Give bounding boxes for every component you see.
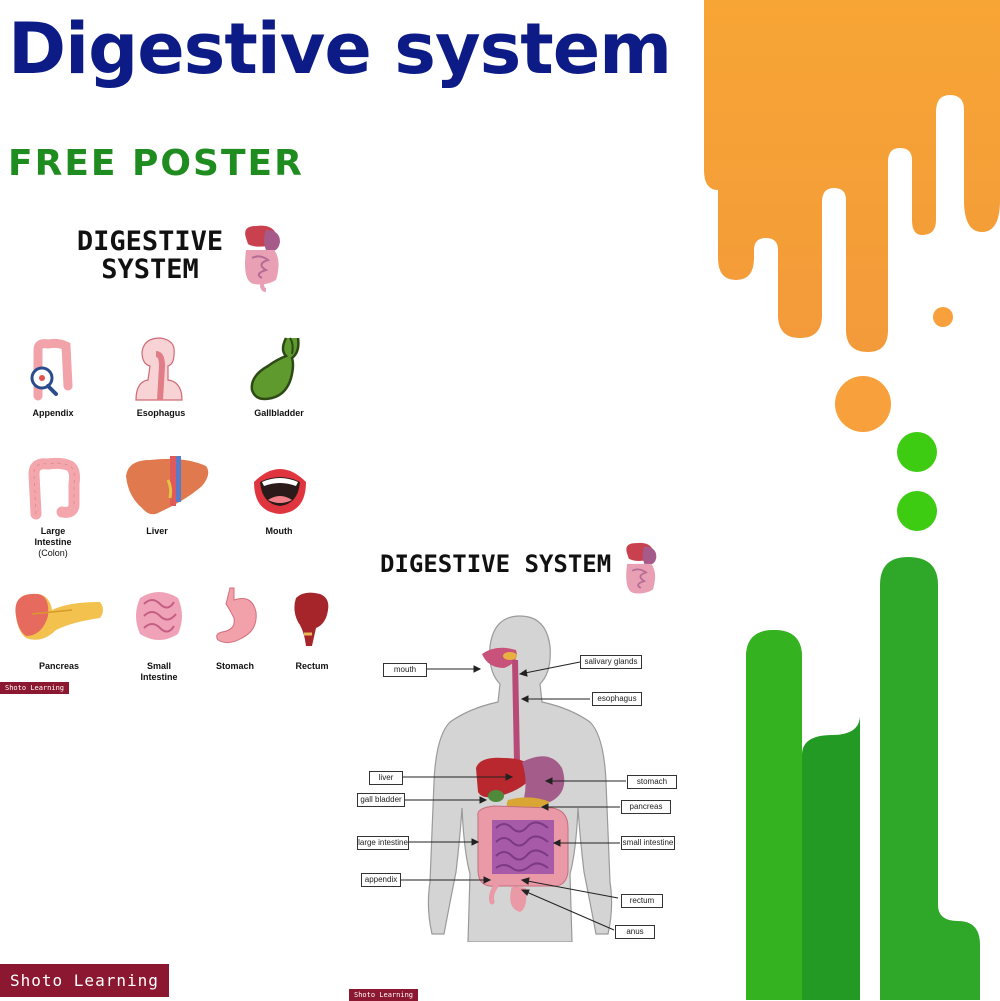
label-rectum: rectum [621, 894, 663, 908]
poster2-heading: DIGESTIVE SYSTEM [380, 550, 612, 578]
appendix-icon [30, 338, 73, 401]
rectum-icon [294, 592, 329, 646]
organ-label-rectum: Rectum [295, 661, 329, 671]
orange-drip-decoration [704, 0, 1000, 432]
organ-label-mouth: Mouth [265, 526, 293, 536]
pancreas-icon [15, 593, 103, 640]
organ-label-stomach: Stomach [215, 661, 254, 671]
human-body-diagram [427, 615, 613, 942]
digestive-organs-icon-small [626, 542, 657, 594]
label-stomach: stomach [627, 775, 677, 789]
organ-label-liver: Liver [146, 526, 168, 536]
label-small-intestine: small intestine [621, 836, 675, 850]
liver-icon [126, 456, 209, 515]
label-salivary-glands: salivary glands [580, 655, 642, 669]
label-anus: anus [615, 925, 655, 939]
poster1-heading-line2: SYSTEM [101, 254, 199, 286]
green-bars-decoration [746, 432, 980, 1000]
callout-leader-lines [392, 661, 626, 931]
organ-label-small-intestine: Small Intestine [114, 661, 204, 683]
poster1-heading-line1: DIGESTIVE [76, 226, 224, 257]
label-gall-bladder: gall bladder [357, 793, 405, 807]
esophagus-icon [135, 337, 183, 401]
organ-sublabel-colon: (Colon) [38, 547, 68, 558]
brand-tag-poster1: Shoto Learning [0, 682, 70, 694]
small-intestine-icon [136, 592, 182, 640]
organ-label-pancreas: Pancreas [38, 661, 80, 671]
label-liver: liver [369, 771, 403, 785]
page-title: Digestive system [8, 8, 672, 90]
organ-label-large-intestine-text: Large Intestine [34, 526, 72, 547]
large-intestine-icon [28, 457, 80, 520]
label-appendix: appendix [361, 873, 401, 887]
gallbladder-icon [250, 337, 300, 401]
organ-label-small-intestine-text: Small Intestine [140, 661, 178, 682]
digestive-organs-icon [245, 225, 280, 292]
label-large-intestine: large intestine [357, 836, 409, 850]
organ-label-esophagus: Esophagus [136, 408, 186, 418]
poster1-heading: DIGESTIVE SYSTEM [70, 226, 230, 286]
brand-tag-poster2: Shoto Learning [349, 989, 419, 1001]
organ-label-large-intestine: Large Intestine (Colon) [8, 526, 98, 558]
label-pancreas: pancreas [621, 800, 671, 814]
organ-label-gallbladder: Gallbladder [254, 408, 304, 418]
brand-tag-footer: Shoto Learning [0, 964, 169, 997]
page-subtitle: FREE POSTER [8, 143, 304, 184]
organ-label-appendix: Appendix [32, 408, 74, 418]
label-mouth: mouth [383, 663, 427, 677]
stomach-icon [216, 587, 257, 644]
mouth-icon [254, 469, 306, 514]
label-esophagus: esophagus [592, 692, 642, 706]
